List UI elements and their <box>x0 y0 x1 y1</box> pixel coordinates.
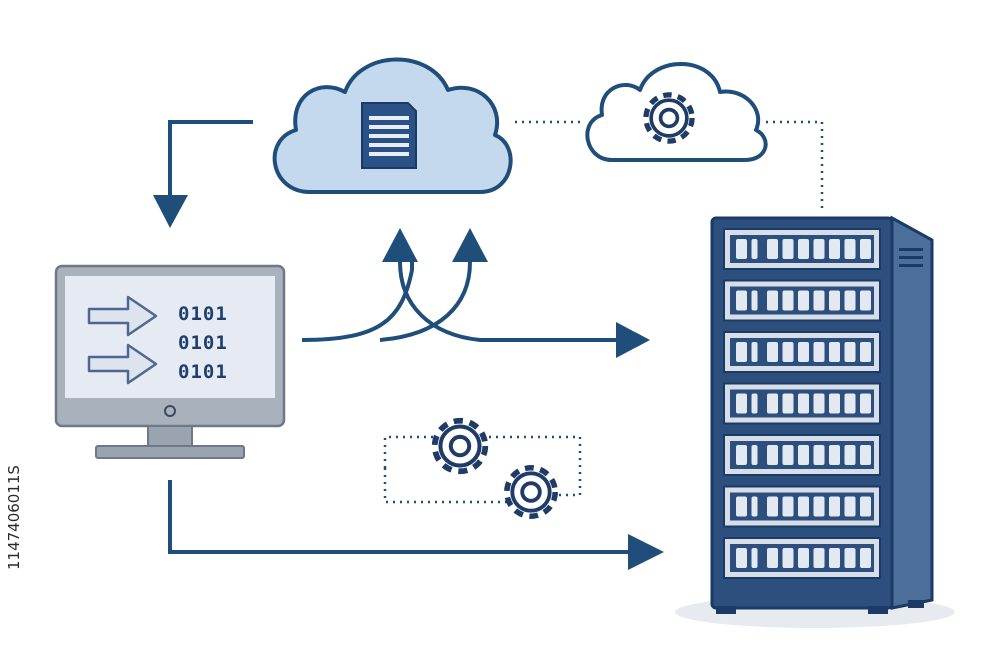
gear-icon <box>435 421 486 472</box>
server-unit <box>723 279 881 322</box>
arrow-right-icon <box>87 295 158 337</box>
server-rack-icon <box>675 215 955 628</box>
arrow-down-icon <box>165 120 253 206</box>
arrow-up-icon <box>452 228 488 262</box>
arrow-up-icon <box>382 228 418 262</box>
arrow-right-icon <box>87 343 158 385</box>
stock-id-label: 1147406011S <box>5 465 23 570</box>
cloud-document-node <box>272 57 513 194</box>
server-unit <box>723 331 881 373</box>
server-unit <box>723 537 881 579</box>
arrow-right-icon <box>616 322 650 358</box>
gear-icon <box>507 468 555 516</box>
binary-line: 0101 <box>178 361 228 383</box>
document-icon <box>361 102 417 169</box>
processing-gears <box>383 421 582 517</box>
dotted-link-cloud-server <box>766 120 824 212</box>
binary-line: 0101 <box>178 332 228 354</box>
arrowhead-down <box>153 195 188 228</box>
server-unit <box>723 434 881 476</box>
arrow-right-icon <box>168 480 630 554</box>
server-unit <box>723 485 881 528</box>
server-unit <box>723 228 881 270</box>
sync-arrows <box>301 228 650 358</box>
arrowhead-right <box>628 534 664 570</box>
cloud-settings-node <box>585 62 768 162</box>
server-unit <box>723 382 881 425</box>
binary-line: 0101 <box>178 303 228 325</box>
monitor-icon: 0101 0101 0101 <box>54 264 286 459</box>
